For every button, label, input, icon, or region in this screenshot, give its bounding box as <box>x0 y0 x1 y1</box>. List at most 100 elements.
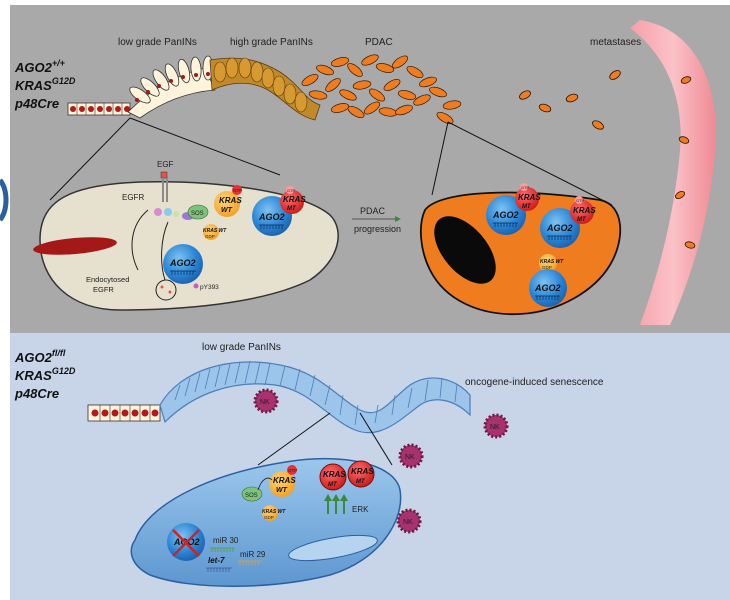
label-mt-pdac-2: MT <box>577 217 587 223</box>
label-gtp-pdac-2: GTP <box>576 198 585 203</box>
cropped-edge-glyph <box>0 178 9 222</box>
let7-strand <box>206 567 232 572</box>
svg-text:NK: NK <box>405 454 415 461</box>
label-kras-wt-bottom: KRAS <box>273 476 296 485</box>
kras-wt-gtp-top <box>214 191 240 217</box>
nk-cell-2: NK <box>483 413 509 439</box>
nucleus-senescent <box>288 534 378 562</box>
mirna-strand-left <box>259 224 284 229</box>
label-ago2-pdac-1: AGO2 <box>492 210 519 220</box>
nucleus-pdac <box>434 216 496 284</box>
high-grade-panin-top <box>209 57 321 121</box>
label-gtp-pdac-1: GTP <box>521 185 530 190</box>
label-gtp-mt-left: GTP <box>287 188 296 193</box>
label-wt-top: WT <box>221 207 233 214</box>
label-py393: pY393 <box>200 284 219 291</box>
kras-wt-gdp-bottom <box>262 505 278 521</box>
nucleus-left <box>33 237 117 255</box>
nk-cell-3: NK <box>398 443 424 469</box>
kras-wt-gdp-pdac <box>539 254 557 272</box>
genotype-top-line2: KRASG12D <box>15 76 76 93</box>
label-ago2-pdac-3: AGO2 <box>534 283 561 293</box>
label-gtp-bottom: GTP <box>288 468 297 473</box>
label-ago2-lower-left: AGO2 <box>169 258 196 268</box>
label-oncogene-induced-senescence: oncogene-induced senescence <box>465 377 604 388</box>
ago2-pdac-3 <box>529 269 567 307</box>
kras-mt-pdac-1 <box>515 187 539 211</box>
label-gdp-bottom: GDP <box>264 515 274 520</box>
sos-protein-bottom <box>241 486 263 502</box>
mirna-strand-lower-left <box>170 270 196 275</box>
label-gdp-top: GDP <box>205 234 215 239</box>
kras-mt-bottom-1 <box>319 463 347 491</box>
label-sos-top: SOS <box>191 211 204 217</box>
label-kras-mt-left: KRAS <box>283 195 306 204</box>
phospho-site <box>193 283 199 289</box>
label-egfr: EGFR <box>122 193 144 202</box>
svg-text:NK: NK <box>490 424 500 431</box>
gtp-badge-top <box>232 185 242 195</box>
endosome <box>155 279 177 301</box>
genotype-top-line1: AGO2+/+ <box>14 58 66 75</box>
label-endocytosed: Endocytosed <box>86 275 129 284</box>
recycling-arrow <box>131 209 149 271</box>
label-sos-bottom: SOS <box>245 493 258 499</box>
blood-vessel <box>630 20 716 325</box>
svg-text:NK: NK <box>403 519 413 526</box>
senescent-panin-epithelium <box>159 361 471 434</box>
zoom-lines-bottom <box>257 412 393 466</box>
kras-mt-bottom-2 <box>347 460 375 488</box>
label-pdac: PDAC <box>365 37 393 48</box>
nk-cell-4: NK <box>396 508 422 534</box>
label-mt-bottom-2: MT <box>356 479 366 485</box>
label-mt-left: MT <box>287 206 297 212</box>
label-high-grade-panins: high grade PanINs <box>230 37 313 48</box>
label-endocytosed-egfr: EGFR <box>93 285 114 294</box>
label-mt-pdac-1: MT <box>522 204 532 210</box>
label-progression: progression <box>354 224 401 234</box>
label-let7: let-7 <box>208 556 225 565</box>
label-kras-pdac-2: KRAS <box>573 206 596 215</box>
gtp-badge-mt-left <box>286 186 294 194</box>
label-kras-mt-bottom-2: KRAS <box>351 467 374 476</box>
label-kras-pdac-1: KRAS <box>518 193 541 202</box>
kras-mt-pdac-2 <box>570 200 594 224</box>
label-wt-bottom: WT <box>276 487 288 494</box>
label-kras-gdp-top: KRAS WT <box>203 228 227 234</box>
label-erk: ERK <box>352 505 369 514</box>
panin-cell-boundaries <box>174 360 458 426</box>
label-gdp-pdac: GDP <box>542 265 552 270</box>
kras-mt-left <box>280 190 304 214</box>
zoom-lines-right <box>431 121 613 206</box>
kras-wt-gtp-bottom <box>269 471 295 497</box>
pdac-tumor-mass <box>301 54 462 125</box>
egfr-receptor-right <box>166 178 168 202</box>
mir29-strand <box>238 560 262 565</box>
mirna-strand-pdac-2 <box>547 235 572 240</box>
label-ago2-pdac-2: AGO2 <box>546 223 573 233</box>
label-kras-gdp-bottom: KRAS WT <box>262 509 286 515</box>
mirna-strand-pdac-3 <box>535 295 560 300</box>
genotype-bottom-line2: KRASG12D <box>15 366 76 383</box>
progression-arrowhead <box>395 216 401 222</box>
label-metastases: metastases <box>590 37 641 48</box>
genotype-bottom-line1: AGO2fl/fl <box>14 348 66 365</box>
egf-ligand <box>160 171 168 179</box>
label-gtp-top: GTP <box>233 188 242 193</box>
zoom-lines-left <box>49 117 281 201</box>
normal-duct-cells-bottom <box>87 404 161 422</box>
svg-text:NK: NK <box>260 399 270 406</box>
label-low-grade-panins-bottom: low grade PanINs <box>202 342 281 353</box>
nk-cell-1: NK <box>253 388 279 414</box>
egfr-receptor-left <box>162 178 164 202</box>
label-mt-bottom-1: MT <box>328 482 338 488</box>
endocytosis-arrow <box>161 221 169 281</box>
mirna-strand-pdac-1 <box>493 222 518 227</box>
deletion-cross <box>172 529 200 557</box>
label-mir29: miR 29 <box>240 550 266 559</box>
label-kras-mt-bottom-1: KRAS <box>323 470 346 479</box>
mir30-strand <box>210 547 235 552</box>
genotype-top-line3: p48Cre <box>14 96 59 111</box>
kras-wt-gdp-top <box>203 224 219 240</box>
